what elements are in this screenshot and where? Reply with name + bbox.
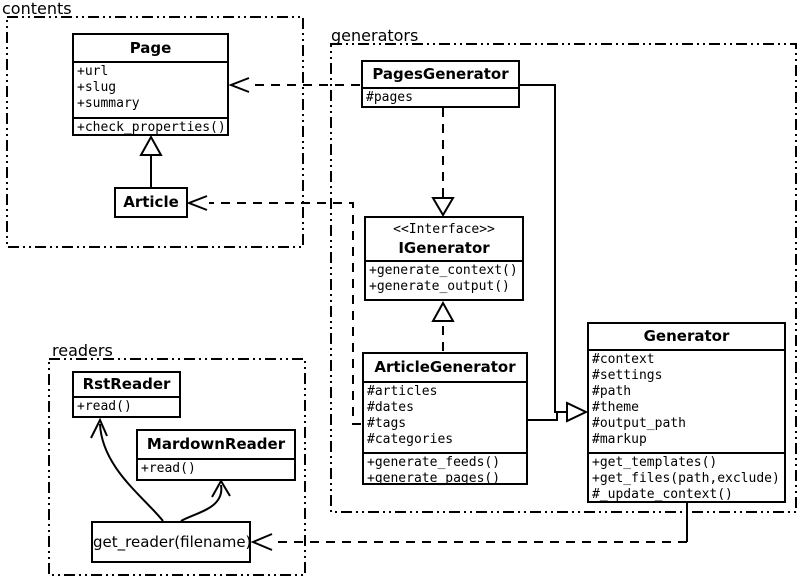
package-border-contents bbox=[6, 16, 304, 248]
package-label-contents: contents bbox=[2, 0, 72, 18]
node-get-reader-label: get_reader(filename) bbox=[93, 533, 252, 551]
class-page-methods: +check_properties() bbox=[74, 117, 227, 142]
class-articlegenerator-title: ArticleGenerator bbox=[374, 358, 516, 376]
class-articlegenerator: ArticleGenerator #articles #dates #tags … bbox=[362, 352, 528, 486]
class-article-title: Article bbox=[123, 193, 179, 211]
edge-article-inherits-page bbox=[139, 134, 163, 187]
node-get-reader: get_reader(filename) bbox=[91, 521, 251, 563]
class-article: Article bbox=[114, 187, 188, 218]
package-label-readers: readers bbox=[52, 341, 113, 360]
class-generator: Generator #context #settings #path #them… bbox=[587, 322, 786, 503]
class-articlegenerator-methods: +generate_feeds() +generate_pages() bbox=[364, 452, 526, 491]
edge-articlegenerator-depends-article bbox=[186, 195, 361, 425]
class-rstreader-methods: +read() bbox=[74, 396, 179, 420]
class-pagesgenerator-attributes: #pages bbox=[363, 87, 518, 110]
class-page-attributes: +url +slug +summary bbox=[74, 61, 227, 117]
class-rstreader-title: RstReader bbox=[82, 375, 171, 393]
class-page: Page +url +slug +summary +check_properti… bbox=[72, 33, 229, 136]
class-igenerator: <<Interface>> IGenerator +generate_conte… bbox=[364, 216, 524, 301]
class-articlegenerator-attributes: #articles #dates #tags #categories bbox=[364, 381, 526, 452]
class-igenerator-header: <<Interface>> IGenerator bbox=[366, 218, 522, 260]
edge-pagesgenerator-inherits-generator bbox=[520, 84, 567, 413]
class-pagesgenerator-title: PagesGenerator bbox=[372, 65, 509, 83]
edge-generator-depends-getreader bbox=[250, 503, 688, 551]
edge-pagesgenerator-realizes-igenerator bbox=[431, 108, 455, 217]
class-generator-methods: +get_templates() +get_files(path,exclude… bbox=[589, 452, 784, 509]
class-rstreader: RstReader +read() bbox=[72, 371, 181, 418]
package-border-generators bbox=[330, 43, 797, 513]
class-generator-title: Generator bbox=[643, 327, 730, 345]
edge-articlegenerator-inherits-generator bbox=[528, 401, 589, 423]
class-igenerator-methods: +generate_context() +generate_output() bbox=[366, 260, 522, 303]
class-pagesgenerator: PagesGenerator #pages bbox=[361, 60, 520, 108]
package-border-readers bbox=[48, 358, 306, 576]
edge-pagesgenerator-depends-page bbox=[228, 77, 360, 93]
edge-getreader-to-rstreader bbox=[90, 417, 164, 522]
edge-articlegenerator-realizes-igenerator bbox=[431, 300, 455, 351]
package-label-generators: generators bbox=[331, 26, 419, 45]
class-generator-attributes: #context #settings #path #theme #output_… bbox=[589, 349, 784, 452]
class-page-title: Page bbox=[129, 39, 172, 57]
class-mardownreader-title: MardownReader bbox=[146, 435, 286, 453]
class-mardownreader: MardownReader +read() bbox=[136, 429, 296, 481]
class-mardownreader-methods: +read() bbox=[138, 458, 294, 483]
class-igenerator-title: IGenerator bbox=[398, 239, 490, 257]
edge-getreader-to-mardownreader bbox=[180, 479, 231, 522]
class-igenerator-stereotype: <<Interface>> bbox=[393, 222, 495, 237]
